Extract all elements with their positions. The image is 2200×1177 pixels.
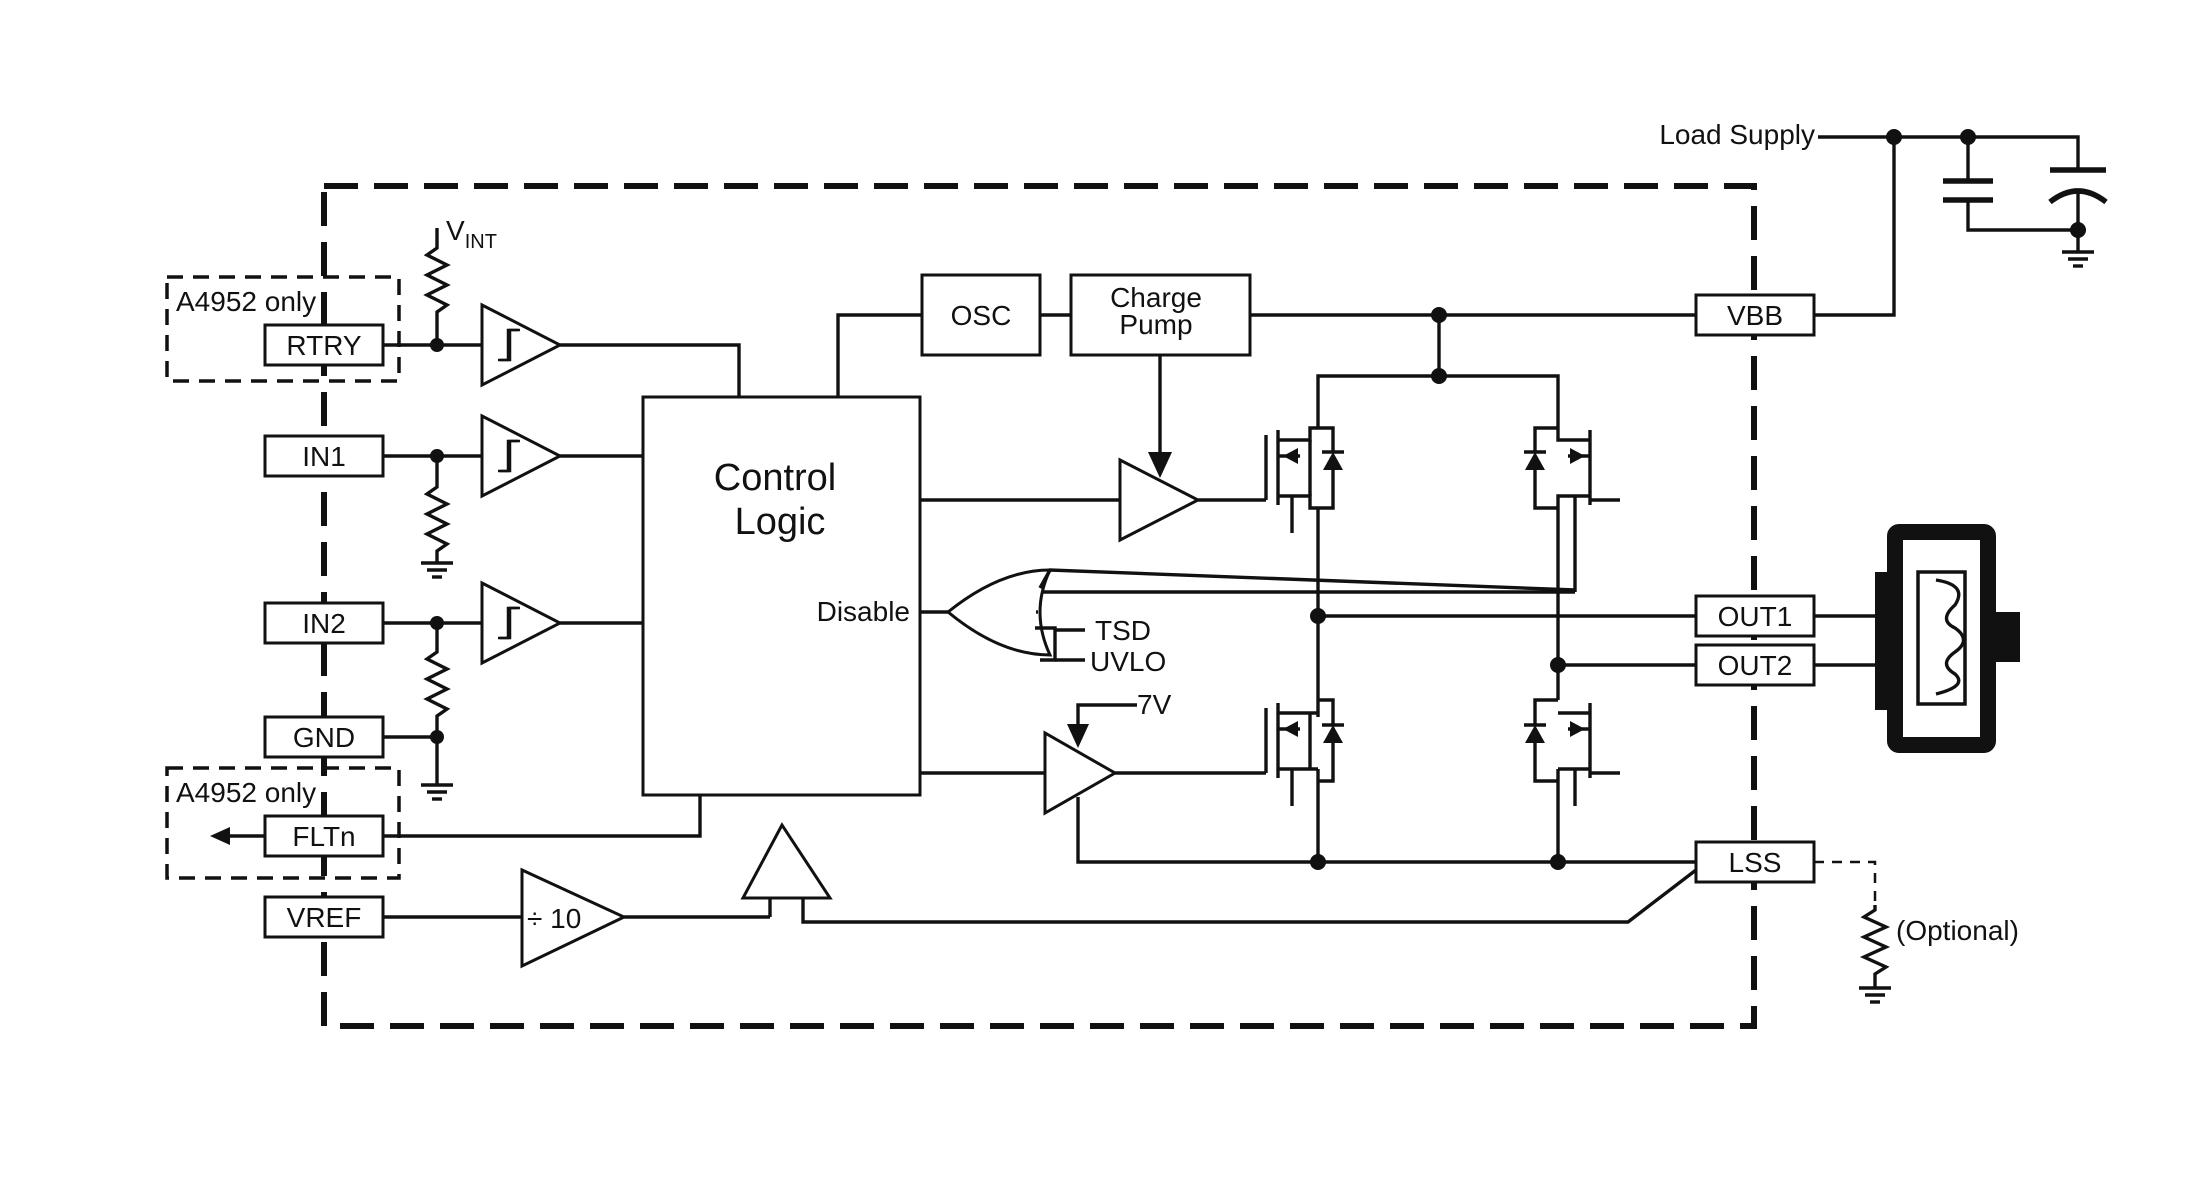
vint-pullup-resistor	[423, 228, 451, 343]
pin-vbb-label: VBB	[1727, 300, 1783, 331]
mosfet-high-right	[1524, 426, 1620, 592]
disable-or-gate	[945, 568, 1053, 657]
mosfet-high-left	[1264, 426, 1344, 533]
in1-pulldown-resistor	[421, 456, 453, 579]
in2-schmitt-buffer	[480, 580, 564, 666]
pin-in2	[263, 601, 385, 645]
dc-motor-icon	[1875, 524, 2020, 753]
high-side-gate-driver	[1118, 457, 1202, 543]
disable-label: Disable	[817, 596, 910, 627]
pin-in1	[263, 434, 385, 478]
tsd-label: TSD	[1095, 615, 1151, 646]
pin-out2-label: OUT2	[1718, 650, 1793, 681]
osc-label: OSC	[951, 300, 1012, 331]
control-logic-label-1: Control	[714, 457, 837, 499]
charge-pump-label-2: Pump	[1119, 309, 1192, 340]
pin-out2	[1694, 643, 1816, 687]
pin-lss	[1694, 840, 1816, 884]
bulk-capacitor	[2032, 135, 2108, 268]
control-logic-label-2: Logic	[735, 501, 826, 543]
rtry-schmitt-buffer	[480, 302, 564, 388]
pin-vref-label: VREF	[287, 902, 362, 933]
charge-pump-block	[1069, 273, 1252, 357]
a4952-only-label-top: A4952 only	[176, 286, 316, 317]
control-logic-block	[641, 395, 922, 797]
charge-pump-label-1: Charge	[1110, 282, 1202, 313]
pin-fltn-label: FLTn	[292, 821, 355, 852]
pin-rtry-label: RTRY	[286, 330, 362, 361]
in2-pulldown-resistor	[423, 623, 451, 737]
in1-schmitt-buffer	[480, 413, 564, 499]
load-supply-label: Load Supply	[1659, 119, 1815, 150]
a4952-only-label-bottom: A4952 only	[176, 777, 316, 808]
vref-divider-amplifier	[520, 867, 628, 969]
seven-v-label: 7V	[1137, 689, 1172, 720]
pin-in1-label: IN1	[302, 441, 346, 472]
divider-label: ÷ 10	[527, 903, 581, 934]
gnd-ground-symbol	[421, 737, 453, 801]
osc-block	[920, 273, 1042, 357]
pin-rtry	[263, 323, 385, 367]
a4952-only-region-bottom	[165, 766, 401, 880]
pin-in2-label: IN2	[302, 608, 346, 639]
current-sense-comparator	[740, 822, 833, 900]
pin-fltn	[263, 814, 385, 858]
pin-vbb	[1694, 293, 1816, 337]
pin-gnd	[263, 715, 385, 759]
uvlo-label: UVLO	[1090, 646, 1166, 677]
pin-gnd-label: GND	[293, 722, 355, 753]
mosfet-low-left	[1264, 698, 1344, 806]
optional-sense-resistor	[1859, 905, 1891, 1004]
vint-label: VINT	[446, 215, 497, 253]
pin-lss-label: LSS	[1729, 847, 1782, 878]
pin-out1-label: OUT1	[1718, 601, 1793, 632]
low-side-gate-driver	[1043, 730, 1119, 816]
a4952-only-region-top	[165, 275, 401, 383]
mosfet-low-right	[1524, 698, 1620, 806]
optional-label: (Optional)	[1896, 915, 2019, 946]
bypass-capacitor	[1943, 137, 2078, 232]
pin-vref	[263, 895, 385, 939]
